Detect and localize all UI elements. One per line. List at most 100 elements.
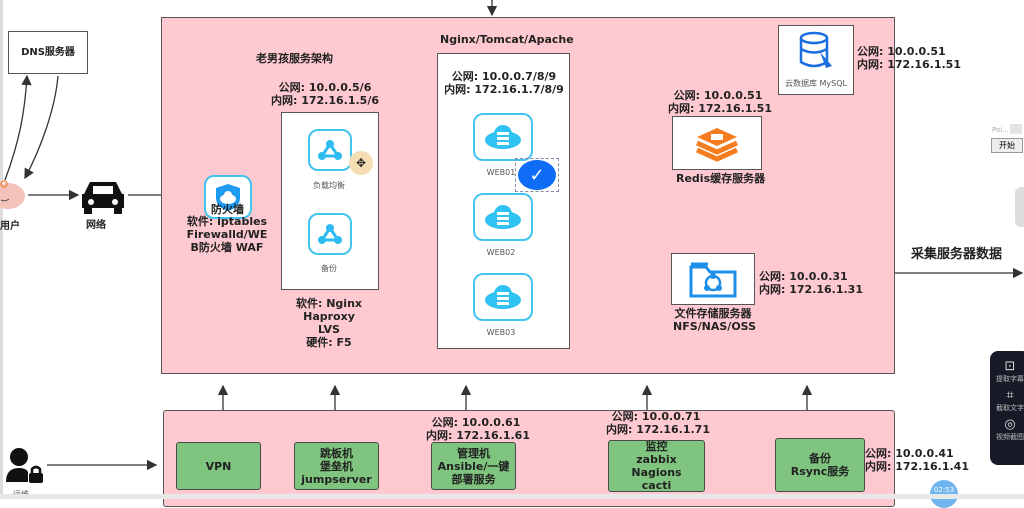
load-balance-icon bbox=[318, 140, 342, 160]
jumpserver-line: jumpserver bbox=[301, 472, 372, 486]
side-tool-capture-text[interactable]: ⌗ 截取文字 bbox=[990, 388, 1024, 413]
ansible-box[interactable]: 管理机 Ansible/一键 部署服务 bbox=[431, 442, 516, 490]
mysql-ip: 公网: 10.0.0.51 内网: 172.16.1.51 bbox=[857, 45, 961, 71]
arrow-dns-to-user bbox=[24, 75, 59, 180]
backup-ip: 公网: 10.0.0.41 内网: 172.16.1.41 bbox=[865, 447, 969, 473]
jumpserver-line: 堡垒机 bbox=[320, 459, 353, 473]
storage-label: 文件存储服务器 NFS/NAS/OSS bbox=[673, 307, 757, 333]
storage-label-line: NFS/NAS/OSS bbox=[673, 320, 757, 333]
side-tool-extract-subtitle[interactable]: ⊡ 提取字幕 bbox=[990, 359, 1024, 384]
management-container bbox=[163, 410, 895, 507]
lb-software-line: Haproxy bbox=[303, 310, 355, 323]
monitor-ip: 公网: 10.0.0.71 内网: 172.16.1.71 bbox=[606, 410, 710, 436]
lb-node-backup[interactable] bbox=[308, 213, 352, 255]
web-ip-private: 内网: 172.16.1.7/8/9 bbox=[444, 83, 564, 96]
firewall-software: 软件: iptables Firewalld/WE B防火墙 WAF bbox=[186, 215, 268, 254]
user-avatar-icon bbox=[0, 180, 26, 210]
side-tool-panel: ⊡ 提取字幕 ⌗ 截取文字 ◎ 视频截图 bbox=[990, 351, 1024, 465]
monitor-box[interactable]: 监控 zabbix Nagions cacti bbox=[608, 440, 705, 492]
jumpserver-box[interactable]: 跳板机 堡垒机 jumpserver bbox=[294, 442, 379, 490]
storage-label-line: 文件存储服务器 bbox=[674, 307, 752, 320]
firewall-software-line: 软件: iptables bbox=[186, 215, 268, 228]
ansible-ip-private: 内网: 172.16.1.61 bbox=[426, 429, 530, 442]
ansible-line: 管理机 bbox=[457, 446, 490, 460]
backup-ip-private: 内网: 172.16.1.41 bbox=[865, 460, 969, 473]
selected-shape[interactable]: ✓ bbox=[515, 158, 559, 192]
car-icon bbox=[80, 176, 126, 216]
folder-share-icon bbox=[689, 262, 737, 298]
timer-text: 02:53 bbox=[933, 486, 955, 494]
cloud-server-icon bbox=[485, 125, 521, 149]
web02-label: WEB02 bbox=[486, 248, 516, 257]
firewall-software-line: Firewalld/WE bbox=[186, 228, 268, 241]
web-ip: 公网: 10.0.0.7/8/9 内网: 172.16.1.7/8/9 bbox=[444, 70, 564, 96]
cloud-server-icon bbox=[485, 205, 521, 229]
storage-box[interactable] bbox=[671, 253, 755, 305]
side-tool-screenshot[interactable]: ◎ 视频截图 bbox=[990, 417, 1024, 442]
lb-ip-private: 内网: 172.16.1.5/6 bbox=[270, 94, 379, 107]
monitor-line: zabbix bbox=[636, 453, 677, 466]
point-color-swatch[interactable] bbox=[1010, 124, 1022, 134]
start-button[interactable]: 开始 bbox=[991, 138, 1023, 153]
lb-software-line: 硬件: F5 bbox=[306, 336, 352, 349]
database-icon bbox=[799, 31, 832, 68]
dns-server-label: DNS服务器 bbox=[21, 47, 75, 58]
monitor-ip-public: 公网: 10.0.0.71 bbox=[611, 410, 701, 423]
point-label: Poi... bbox=[992, 126, 1009, 134]
mysql-ip-private: 内网: 172.16.1.51 bbox=[857, 58, 961, 71]
lb-ip: 公网: 10.0.0.5/6 内网: 172.16.1.5/6 bbox=[265, 81, 385, 107]
backup-box[interactable]: 备份 Rsync服务 bbox=[775, 438, 865, 492]
screenshot-icon: ◎ bbox=[1004, 417, 1016, 432]
capture-text-icon: ⌗ bbox=[1006, 388, 1014, 403]
left-edge-scrollbar[interactable] bbox=[0, 0, 3, 499]
side-tool-label: 视频截图 bbox=[996, 433, 1024, 441]
vpn-label: VPN bbox=[205, 459, 232, 473]
lb-software-line: 软件: Nginx bbox=[295, 297, 362, 310]
arrow-user-to-dns bbox=[4, 74, 32, 181]
mysql-box[interactable]: 云数据库 MySQL bbox=[778, 25, 854, 95]
ops-user-lock-icon bbox=[4, 446, 44, 486]
side-tool-label: 提取字幕 bbox=[996, 375, 1024, 383]
lb-node-backup-label: 备份 bbox=[321, 264, 337, 273]
web-ip-public: 公网: 10.0.0.7/8/9 bbox=[451, 70, 557, 83]
web01-node[interactable] bbox=[473, 113, 533, 161]
dns-server-box[interactable]: DNS服务器 bbox=[8, 31, 88, 74]
web01-label: WEB01 bbox=[486, 168, 516, 177]
firewall-label: 防火墙 bbox=[211, 203, 244, 216]
network-label: 网络 bbox=[86, 220, 106, 231]
storage-ip-private: 内网: 172.16.1.31 bbox=[759, 283, 863, 296]
shield-icon bbox=[216, 184, 240, 211]
redis-ip: 公网: 10.0.0.51 内网: 172.16.1.51 bbox=[668, 89, 772, 115]
ansible-ip: 公网: 10.0.0.61 内网: 172.16.1.61 bbox=[426, 416, 530, 442]
ansible-line: 部署服务 bbox=[451, 472, 496, 486]
lb-software: 软件: Nginx Haproxy LVS 硬件: F5 bbox=[289, 297, 369, 349]
ansible-line: Ansible/一键 bbox=[437, 459, 510, 473]
firewall-software-line: B防火墙 WAF bbox=[190, 241, 264, 254]
redis-ip-private: 内网: 172.16.1.51 bbox=[668, 102, 772, 115]
web03-node[interactable] bbox=[473, 273, 533, 321]
redis-label: Redis缓存服务器 bbox=[676, 172, 766, 185]
backup-line: 备份 bbox=[809, 452, 831, 465]
checkmark-icon: ✓ bbox=[518, 160, 556, 190]
lb-node-primary[interactable] bbox=[308, 129, 352, 171]
web-cluster-title: Nginx/Tomcat/Apache bbox=[440, 33, 574, 46]
ansible-ip-public: 公网: 10.0.0.61 bbox=[431, 416, 521, 429]
horizontal-scrollbar[interactable] bbox=[0, 494, 1024, 499]
storage-ip-public: 公网: 10.0.0.31 bbox=[759, 270, 848, 283]
backup-ip-public: 公网: 10.0.0.41 bbox=[865, 447, 954, 460]
web02-node[interactable] bbox=[473, 193, 533, 241]
move-handle-icon[interactable]: ✥ bbox=[349, 151, 373, 175]
monitor-line: 监控 bbox=[645, 440, 668, 453]
cloud-server-icon bbox=[485, 285, 521, 309]
redis-box[interactable] bbox=[672, 116, 762, 170]
architecture-title: 老男孩服务架构 bbox=[256, 52, 333, 65]
lb-software-line: LVS bbox=[318, 323, 340, 336]
vpn-box[interactable]: VPN bbox=[176, 442, 261, 490]
backup-line: Rsync服务 bbox=[790, 465, 850, 478]
lb-ip-public: 公网: 10.0.0.5/6 bbox=[278, 81, 372, 94]
redis-ip-public: 公网: 10.0.0.51 bbox=[673, 89, 763, 102]
side-collapse-handle[interactable] bbox=[1015, 187, 1024, 227]
firewall-node[interactable] bbox=[204, 175, 252, 219]
jumpserver-line: 跳板机 bbox=[320, 446, 353, 460]
monitor-line: cacti bbox=[641, 479, 672, 492]
